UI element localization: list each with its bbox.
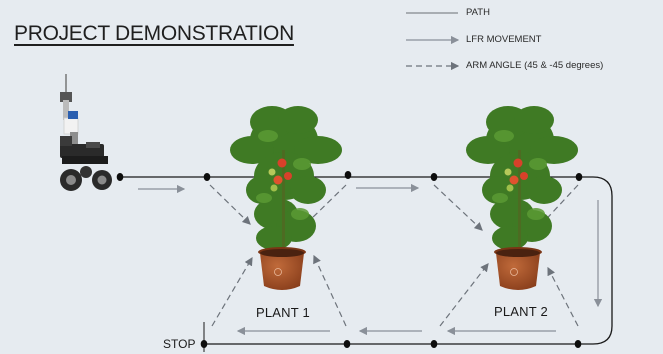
path-node (344, 340, 351, 348)
path-node (431, 340, 438, 348)
path-node (431, 173, 438, 181)
path-node (117, 173, 124, 181)
legend (406, 13, 458, 66)
path-node (575, 340, 582, 348)
arm-arrow (212, 258, 252, 326)
path-node (204, 173, 211, 181)
arm-arrow (314, 256, 346, 326)
stop-label: STOP (163, 337, 195, 351)
tomato-plant-icon (230, 106, 342, 290)
arm-arrow (434, 185, 482, 230)
legend-lfr-movement-label: LFR MOVEMENT (466, 34, 541, 45)
arm-arrow (210, 185, 250, 224)
legend-path-label: PATH (466, 7, 490, 18)
path-node (576, 173, 583, 181)
plant-2-label: PLANT 2 (494, 304, 548, 319)
path-node (201, 340, 208, 348)
plant-1-label: PLANT 1 (256, 305, 310, 320)
path-node (345, 171, 352, 179)
arm-arrow (440, 264, 488, 326)
page-title: PROJECT DEMONSTRATION (14, 22, 294, 46)
legend-arm-angle-label: ARM ANGLE (45 & -45 degrees) (466, 60, 603, 71)
arm-arrow (548, 268, 578, 326)
tomato-plant-icon (466, 106, 578, 290)
line-follower-robot-icon (60, 74, 112, 191)
